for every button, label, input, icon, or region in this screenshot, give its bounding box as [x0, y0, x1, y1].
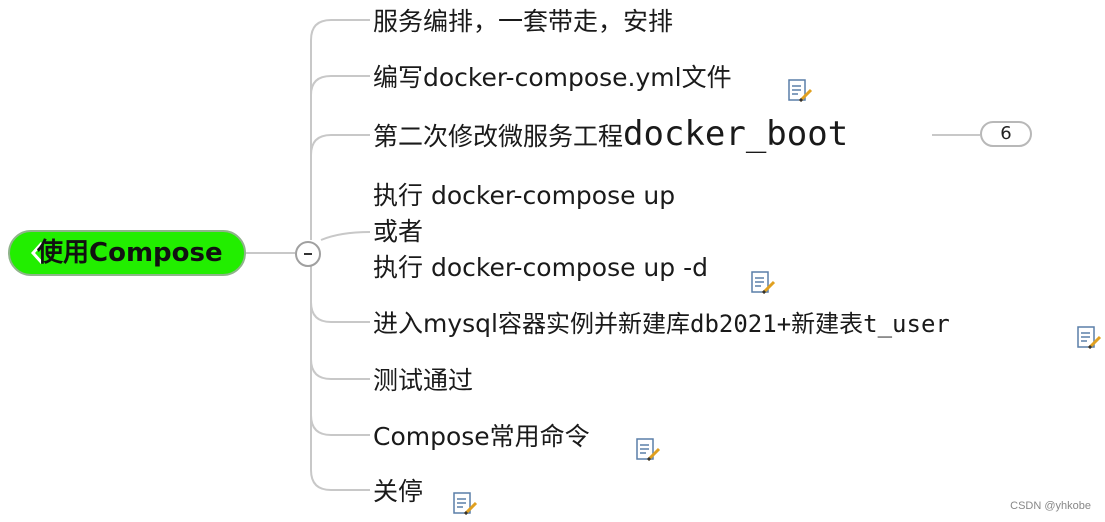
topic-label: 进入mysql	[373, 309, 498, 338]
topic-label: 关停	[373, 477, 424, 506]
watermark: CSDN @yhkobe	[1010, 500, 1091, 512]
topic-shutdown[interactable]: 关停	[373, 472, 423, 508]
topic-modify-service[interactable]: 第二次修改微服务工程docker_boot	[373, 114, 848, 154]
topic-label: 服务编排，一套带走，安排	[373, 7, 674, 36]
chevron-left-icon	[30, 242, 44, 264]
note-icon[interactable]	[1076, 325, 1102, 351]
topic-write-compose-file[interactable]: 编写docker-compose.yml文件	[373, 58, 732, 94]
topic-label: Compose常用命令	[373, 422, 590, 451]
topic-label: 编写docker-compose.yml文件	[373, 63, 732, 92]
note-icon[interactable]	[750, 270, 776, 296]
topic-line: 执行 docker-compose up -d	[373, 253, 708, 282]
topic-run-compose[interactable]: 执行 docker-compose up 或者 执行 docker-compos…	[373, 178, 708, 286]
topic-label-detail: 容器实例并新建库db2021+新建表t_user	[498, 310, 950, 338]
central-topic-label: 使用Compose	[37, 238, 223, 268]
topic-mysql-container[interactable]: 进入mysql容器实例并新建库db2021+新建表t_user	[373, 304, 950, 340]
note-icon[interactable]	[452, 491, 478, 517]
central-topic[interactable]: 使用Compose	[8, 230, 246, 276]
note-icon[interactable]	[787, 78, 813, 104]
topic-orchestration[interactable]: 服务编排，一套带走，安排	[373, 2, 673, 38]
topic-line: 或者	[373, 217, 424, 246]
topic-label: 第二次修改微服务工程	[373, 122, 624, 151]
note-icon[interactable]	[635, 437, 661, 463]
minus-circle-icon[interactable]	[295, 241, 321, 267]
topic-label-code: docker_boot	[623, 114, 849, 154]
topic-test-pass[interactable]: 测试通过	[373, 361, 473, 397]
collapsed-count-badge[interactable]: 6	[980, 121, 1032, 147]
topic-label: 测试通过	[373, 366, 474, 395]
topic-compose-commands[interactable]: Compose常用命令	[373, 417, 590, 453]
topic-line: 执行 docker-compose up	[373, 181, 676, 210]
